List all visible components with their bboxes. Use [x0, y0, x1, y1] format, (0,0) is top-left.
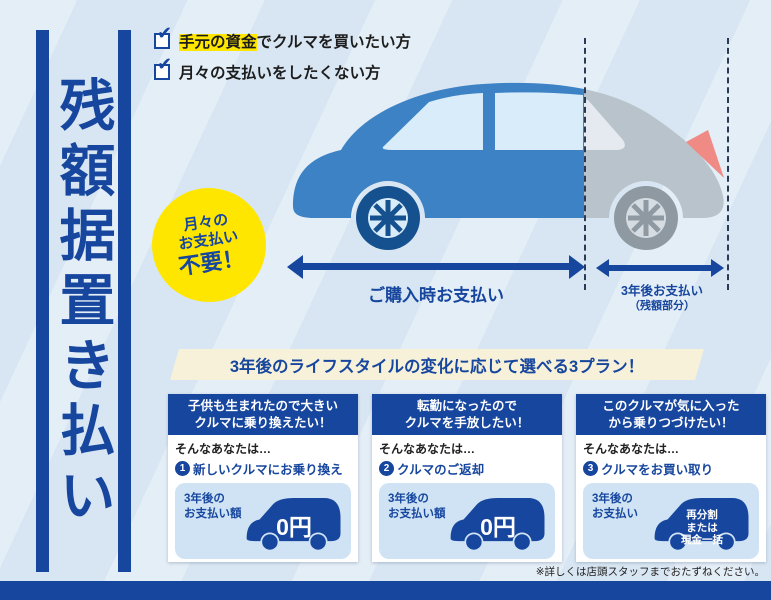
accent-bar-right	[118, 30, 131, 572]
plan-option-text: 新しいクルマにお乗り換え	[193, 463, 343, 477]
mini-car-icon	[450, 498, 545, 552]
price-label: 3年後の お支払い	[592, 493, 638, 520]
plan-header: 子供も生まれたので大きい クルマに乗り換えたい！	[168, 394, 358, 435]
price-box: 3年後の お支払い額 0円	[175, 483, 351, 559]
purchase-period-arrow	[303, 263, 569, 270]
payment-split-dashed-line	[584, 38, 586, 290]
accent-bar-left	[36, 30, 49, 572]
plan-body: そんなあなたは… 1 新しいクルマにお乗り換え 3年後の お支払い額 0円	[168, 435, 358, 566]
check-icon: ✔	[157, 23, 173, 43]
bottom-accent-bar	[0, 581, 771, 600]
plan-option: 2 クルマのご返却	[379, 459, 555, 478]
price-label: 3年後の お支払い額	[388, 493, 446, 520]
plan-option-text: クルマをお買い取り	[601, 463, 714, 477]
price-value: 0円	[276, 514, 312, 540]
plan-card-1: 子供も生まれたので大きい クルマに乗り換えたい！ そんなあなたは… 1 新しいク…	[168, 394, 358, 562]
page-title: 残額据置き払い	[52, 75, 115, 531]
highlighted-text: 手元の資金	[179, 34, 257, 51]
plan-card-3: このクルマが気に入った から乗りつづけたい！ そんなあなたは… 3 クルマをお買…	[576, 394, 766, 562]
price-box: 3年後の お支払い 再分割 または 現金一括	[583, 483, 759, 559]
plan-lead: そんなあなたは…	[379, 442, 476, 456]
checkbox-icon: ✔	[154, 55, 172, 80]
price-label: 3年後の お支払い額	[184, 493, 242, 520]
checklist-item: ✔ 月々の支払いをしたくない方	[154, 55, 411, 83]
car-front-blue-section	[293, 82, 584, 250]
plan-body: そんなあなたは… 3 クルマをお買い取り 3年後の お支払い 再分割 または 現…	[576, 435, 766, 566]
plan-number-badge: 1	[175, 461, 190, 476]
plan-number-badge: 3	[583, 461, 598, 476]
purchase-arrow-label: ご購入時お支払い	[368, 286, 504, 305]
price-box: 3年後の お支払い額 0円	[379, 483, 555, 559]
plan-option: 1 新しいクルマにお乗り換え	[175, 459, 351, 478]
plan-card-2: 転勤になったので クルマを手放したい！ そんなあなたは… 2 クルマのご返却 3…	[372, 394, 562, 562]
car-rear-gray-section	[584, 89, 724, 250]
mini-car-icon	[654, 498, 749, 552]
residual-arrow-label-main: 3年後お支払い	[621, 284, 703, 298]
car-illustration	[293, 82, 724, 250]
plan-lead: そんなあなたは…	[583, 442, 680, 456]
residual-period-arrow	[609, 265, 711, 271]
plan-lead: そんなあなたは…	[175, 442, 272, 456]
car-rear-dashed-line	[727, 38, 729, 290]
checklist-text-rest: でクルマを買いたい方	[256, 34, 412, 51]
check-icon: ✔	[157, 54, 173, 74]
checkbox-icon: ✔	[154, 24, 172, 49]
tail-light	[686, 130, 724, 178]
price-value: 0円	[480, 514, 516, 540]
residual-arrow-label-sub: （残額部分）	[629, 300, 695, 313]
plan-header: このクルマが気に入った から乗りつづけたい！	[576, 394, 766, 435]
monthly-free-burst: 月々の お支払い 不要！	[144, 180, 274, 310]
plan-header: 転勤になったので クルマを手放したい！	[372, 394, 562, 435]
price-value: 再分割 または 現金一括	[681, 509, 723, 547]
plans-banner: 3年後のライフスタイルの変化に応じて選べる3プラン！	[170, 349, 704, 380]
residual-arrow-label: 3年後お支払い （残額部分）	[592, 283, 732, 314]
plan-option: 3 クルマをお買い取り	[583, 459, 759, 478]
plan-number-badge: 2	[379, 461, 394, 476]
checklist-item: ✔ 手元の資金でクルマを買いたい方	[154, 24, 411, 52]
checklist-text: 手元の資金でクルマを買いたい方	[179, 30, 411, 52]
plan-option-text: クルマのご返却	[397, 463, 485, 477]
target-audience-checklist: ✔ 手元の資金でクルマを買いたい方 ✔ 月々の支払いをしたくない方	[154, 24, 411, 92]
checklist-text-rest: 月々の支払いをしたくない方	[179, 65, 381, 82]
checklist-text: 月々の支払いをしたくない方	[179, 61, 381, 83]
mini-car-icon	[246, 498, 341, 552]
footnote: ※詳しくは店頭スタッフまでおたずねください。	[535, 566, 765, 578]
plan-body: そんなあなたは… 2 クルマのご返却 3年後の お支払い額 0円	[372, 435, 562, 566]
